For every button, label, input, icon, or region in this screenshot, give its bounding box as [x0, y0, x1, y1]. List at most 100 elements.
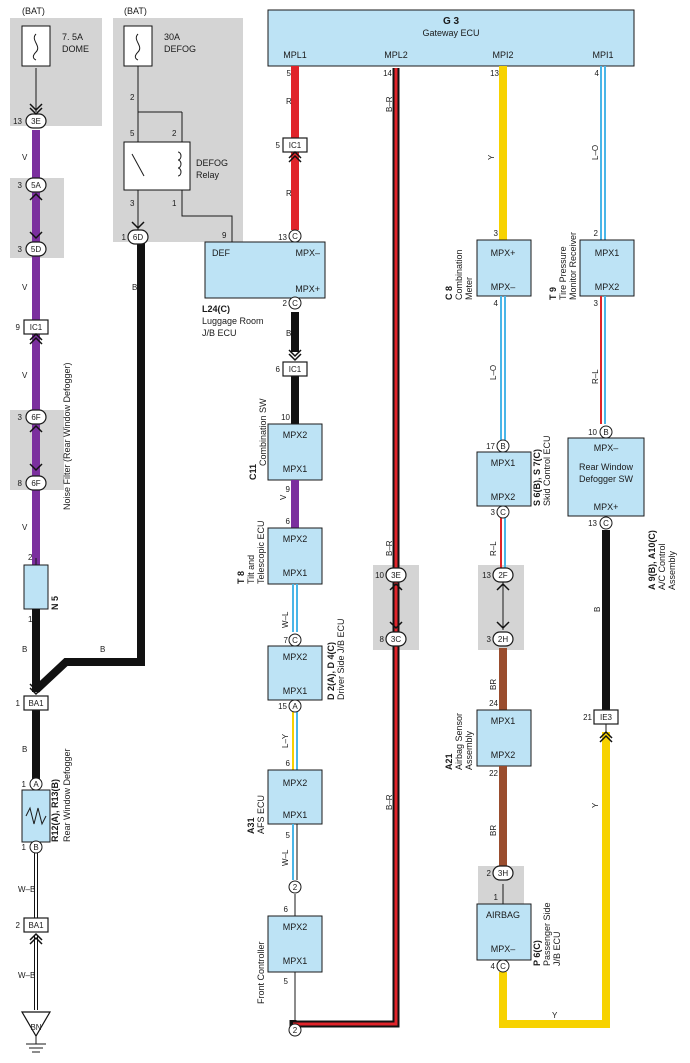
gateway-port-mpi2: MPI2: [492, 50, 513, 60]
wire-b-right: B: [593, 607, 602, 612]
driver-jb-id: D 2(A), D 4(C): [326, 642, 336, 700]
pass-pin-1: 1: [494, 893, 499, 902]
front-pin-5: 5: [284, 977, 289, 986]
tire-name-1: Tire Pressure: [558, 246, 568, 300]
pin-8-3c: 8: [380, 635, 385, 644]
front-port-mpx1: MPX1: [283, 956, 308, 966]
wire-y-right: Y: [591, 802, 600, 808]
front-pin-2-top: 2: [293, 883, 298, 892]
pass-id: P 6(C): [532, 940, 542, 966]
afs-port-mpx2: MPX2: [283, 778, 308, 788]
wire-v-mid: V: [279, 494, 288, 500]
wire-lo-2: L–O: [591, 145, 600, 160]
front-controller-name: Front Controller: [256, 941, 266, 1004]
bat-right-label: (BAT): [124, 6, 147, 16]
tire-pin-2: 2: [594, 229, 599, 238]
rearsw-name-2: Defogger SW: [579, 474, 634, 484]
driver-jb-name: Driver Side J/B ECU: [336, 618, 346, 700]
rearsw-pin-b: B: [603, 428, 608, 437]
rear-defogger-name: Rear Window Defogger: [62, 748, 72, 842]
conn-6d: 6D: [133, 233, 143, 242]
conn-ic1-red: IC1: [289, 141, 302, 150]
svg-text:W–B: W–B: [18, 971, 35, 980]
meter-name-2: Meter: [464, 277, 474, 300]
conn-ba1-bot: BA1: [28, 921, 44, 930]
tilt-id: T 8: [236, 571, 246, 584]
tilt-port-mpx1: MPX1: [283, 568, 308, 578]
svg-text:V: V: [22, 371, 28, 380]
tilt-pin-6: 6: [286, 517, 291, 526]
svg-text:W–B: W–B: [18, 885, 35, 894]
luggage-jb-box: [204, 241, 326, 299]
luggage-port-def: DEF: [212, 248, 231, 258]
tire-port-mpx1: MPX1: [595, 248, 620, 258]
gateway-id: G 3: [443, 16, 460, 27]
rearsw-pin-c: C: [603, 519, 609, 528]
gateway-pin-4: 4: [595, 69, 600, 78]
luggage-name-2: J/B ECU: [202, 328, 237, 338]
rear-defogger-id: R12(A), R13(B): [50, 779, 60, 842]
rearsw-pin-10: 10: [588, 428, 597, 437]
skid-pin-17: 17: [486, 442, 495, 451]
meter-pin-3: 3: [494, 229, 499, 238]
meter-port-plus: MPX+: [491, 248, 516, 258]
combsw-name: Combination SW: [258, 398, 268, 466]
tilt-pin-7: 7: [284, 636, 289, 645]
dome-rating: 7. 5A: [62, 32, 83, 42]
luggage-port-mpx-plus: MPX+: [295, 284, 320, 294]
gateway-pin-13: 13: [490, 69, 499, 78]
pin-circles: [29, 229, 613, 1037]
airbag-name-1: Airbag Sensor: [454, 713, 464, 770]
luggage-port-mpx-minus: MPX–: [295, 248, 320, 258]
wire-b-red: B: [286, 329, 291, 338]
relay-pin-2a: 2: [130, 93, 135, 102]
tire-name-2: Monitor Receiver: [568, 232, 578, 300]
noise-filter-name: Noise Filter (Rear Window Defogger): [62, 362, 72, 510]
rearsw-port-minus: MPX–: [594, 443, 619, 453]
wire-r-1: R: [286, 97, 292, 106]
gateway-port-mpl1: MPL1: [283, 50, 307, 60]
noise-pin-1: 1: [28, 615, 33, 624]
driver-pin-15: 15: [278, 702, 287, 711]
tire-port-mpx2: MPX2: [595, 282, 620, 292]
pin-1-ba1: 1: [16, 699, 21, 708]
conn-ic1-black: IC1: [289, 365, 302, 374]
ground-triangle: [20, 1011, 52, 1038]
gateway-name: Gateway ECU: [422, 28, 479, 38]
dome-name: DOME: [62, 44, 89, 54]
pass-name-1: Passenger Side: [542, 902, 552, 966]
relay-pin-1: 1: [172, 199, 177, 208]
defog-fuse-box: [123, 25, 153, 67]
ground-label: BN: [30, 1023, 41, 1032]
pin-9-ic1: 9: [16, 323, 21, 332]
skid-pin-c: C: [500, 508, 506, 517]
wire-br-3: B–R: [385, 794, 394, 810]
rearsw-acname-1: A/C Control: [657, 543, 667, 590]
dome-fuse-box: [21, 25, 51, 67]
luggage-pin-13: 13: [278, 233, 287, 242]
skid-pin-b: B: [500, 442, 505, 451]
afs-port-mpx1: MPX1: [283, 810, 308, 820]
conn-3h: 3H: [498, 869, 508, 878]
combination-sw-box: [267, 423, 323, 481]
svg-text:B: B: [22, 745, 27, 754]
pin-1-b: 1: [22, 843, 27, 852]
pass-pin-c: C: [500, 962, 506, 971]
wire-labels-left: V V V V B B B B W–B W–B: [18, 153, 137, 980]
skid-id: S 6(B), S 7(C): [532, 449, 542, 506]
driver-pin-a: A: [292, 702, 298, 711]
wire-ly: L–Y: [281, 733, 290, 748]
rearsw-port-plus: MPX+: [594, 502, 619, 512]
luggage-name-1: Luggage Room: [202, 316, 264, 326]
conn-2h: 2H: [498, 635, 508, 644]
wire-br-2: B–R: [385, 540, 394, 556]
pass-port-airbag: AIRBAG: [486, 910, 520, 920]
wire-wl-2: W–L: [281, 849, 290, 866]
pin-13-3e: 13: [13, 117, 22, 126]
pin-10-3e: 10: [375, 571, 384, 580]
meter-pin-4: 4: [494, 299, 499, 308]
wire-br-brown-2: BR: [489, 825, 498, 836]
wire-br-brown-1: BR: [489, 679, 498, 690]
gateway-pin-5: 5: [287, 69, 292, 78]
afs-ecu-box: [267, 769, 323, 825]
